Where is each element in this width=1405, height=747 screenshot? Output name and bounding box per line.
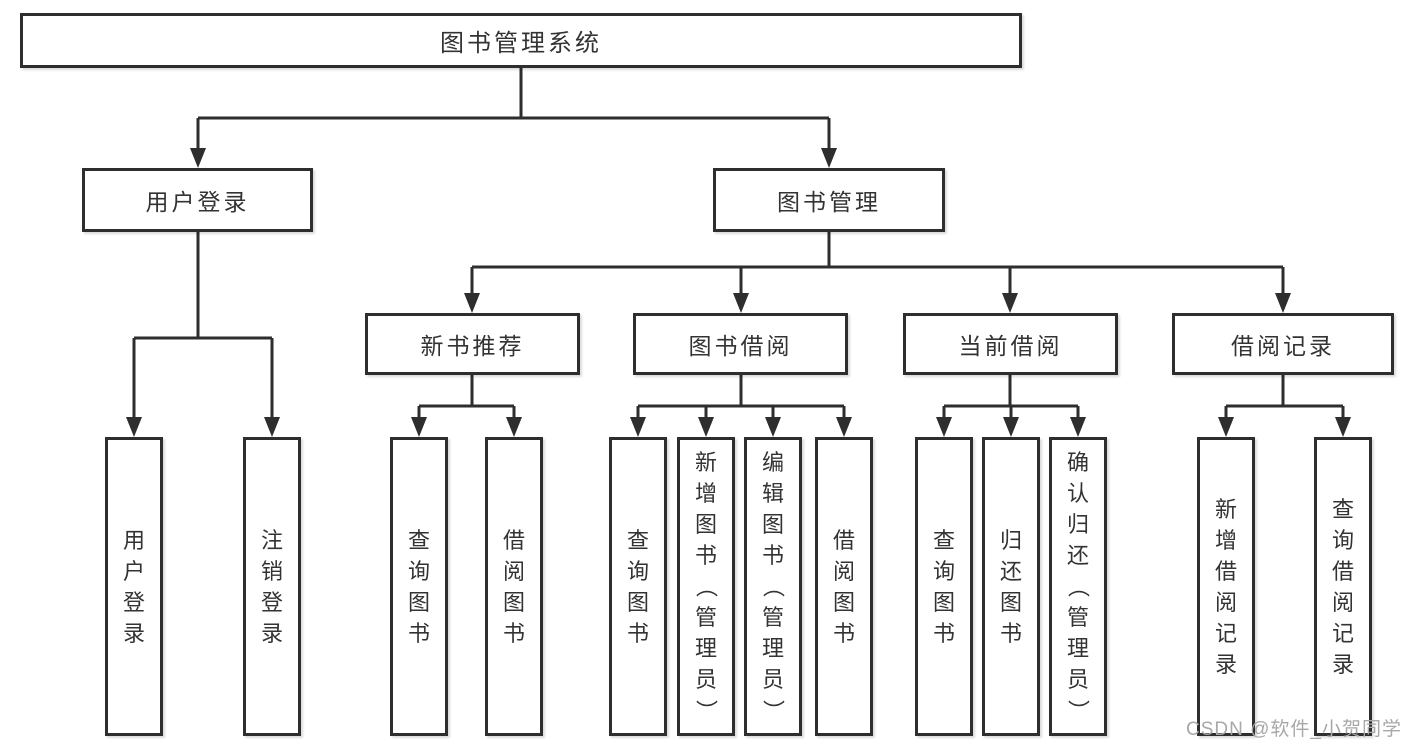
leaf-confirm-return-admin: 确认归还（管理员） (1049, 437, 1107, 736)
node-root: 图书管理系统 (20, 13, 1022, 68)
borrow-record-connector (1224, 375, 1345, 420)
leaf-borrow-book-recommend: 借阅图书 (485, 437, 543, 736)
current-borrow-connector (942, 375, 1080, 420)
node-user-login: 用户登录 (82, 168, 313, 232)
leaf-user-login: 用户登录 (105, 437, 163, 736)
leaf-edit-book-admin: 编辑图书（管理员） (744, 437, 802, 736)
leaf-add-book-admin: 新增图书（管理员） (677, 437, 735, 736)
book-management-connector (470, 232, 1285, 296)
leaf-borrow-book: 借阅图书 (815, 437, 873, 736)
root-connector (196, 68, 831, 152)
node-current-borrow-label: 当前借阅 (958, 333, 1063, 359)
node-borrow-record: 借阅记录 (1172, 313, 1394, 375)
leaf-query-book-recommend: 查询图书 (390, 437, 448, 736)
user-login-connector (132, 232, 274, 420)
leaf-logout-login: 注销登录 (243, 437, 301, 736)
node-book-borrow: 图书借阅 (633, 313, 848, 375)
leaf-query-book-borrow: 查询图书 (609, 437, 667, 736)
arrowheads (126, 148, 1351, 437)
node-current-borrow: 当前借阅 (903, 313, 1118, 375)
leaf-return-book: 归还图书 (982, 437, 1040, 736)
book-borrow-connector (636, 375, 846, 420)
leaf-add-borrow-record: 新增借阅记录 (1197, 437, 1255, 736)
leaf-query-book-current: 查询图书 (915, 437, 973, 736)
leaf-query-borrow-record: 查询借阅记录 (1314, 437, 1372, 736)
node-user-login-label: 用户登录 (145, 189, 250, 215)
watermark: CSDN @软件_小贺同学 (1186, 719, 1402, 740)
node-new-book-recommend-label: 新书推荐 (420, 333, 525, 359)
node-root-label: 图书管理系统 (440, 30, 602, 57)
node-new-book-recommend: 新书推荐 (365, 313, 580, 375)
new-book-connector (417, 375, 516, 420)
node-borrow-record-label: 借阅记录 (1231, 333, 1335, 359)
node-book-management: 图书管理 (713, 168, 945, 232)
node-book-management-label: 图书管理 (777, 189, 881, 215)
node-book-borrow-label: 图书借阅 (688, 333, 793, 359)
